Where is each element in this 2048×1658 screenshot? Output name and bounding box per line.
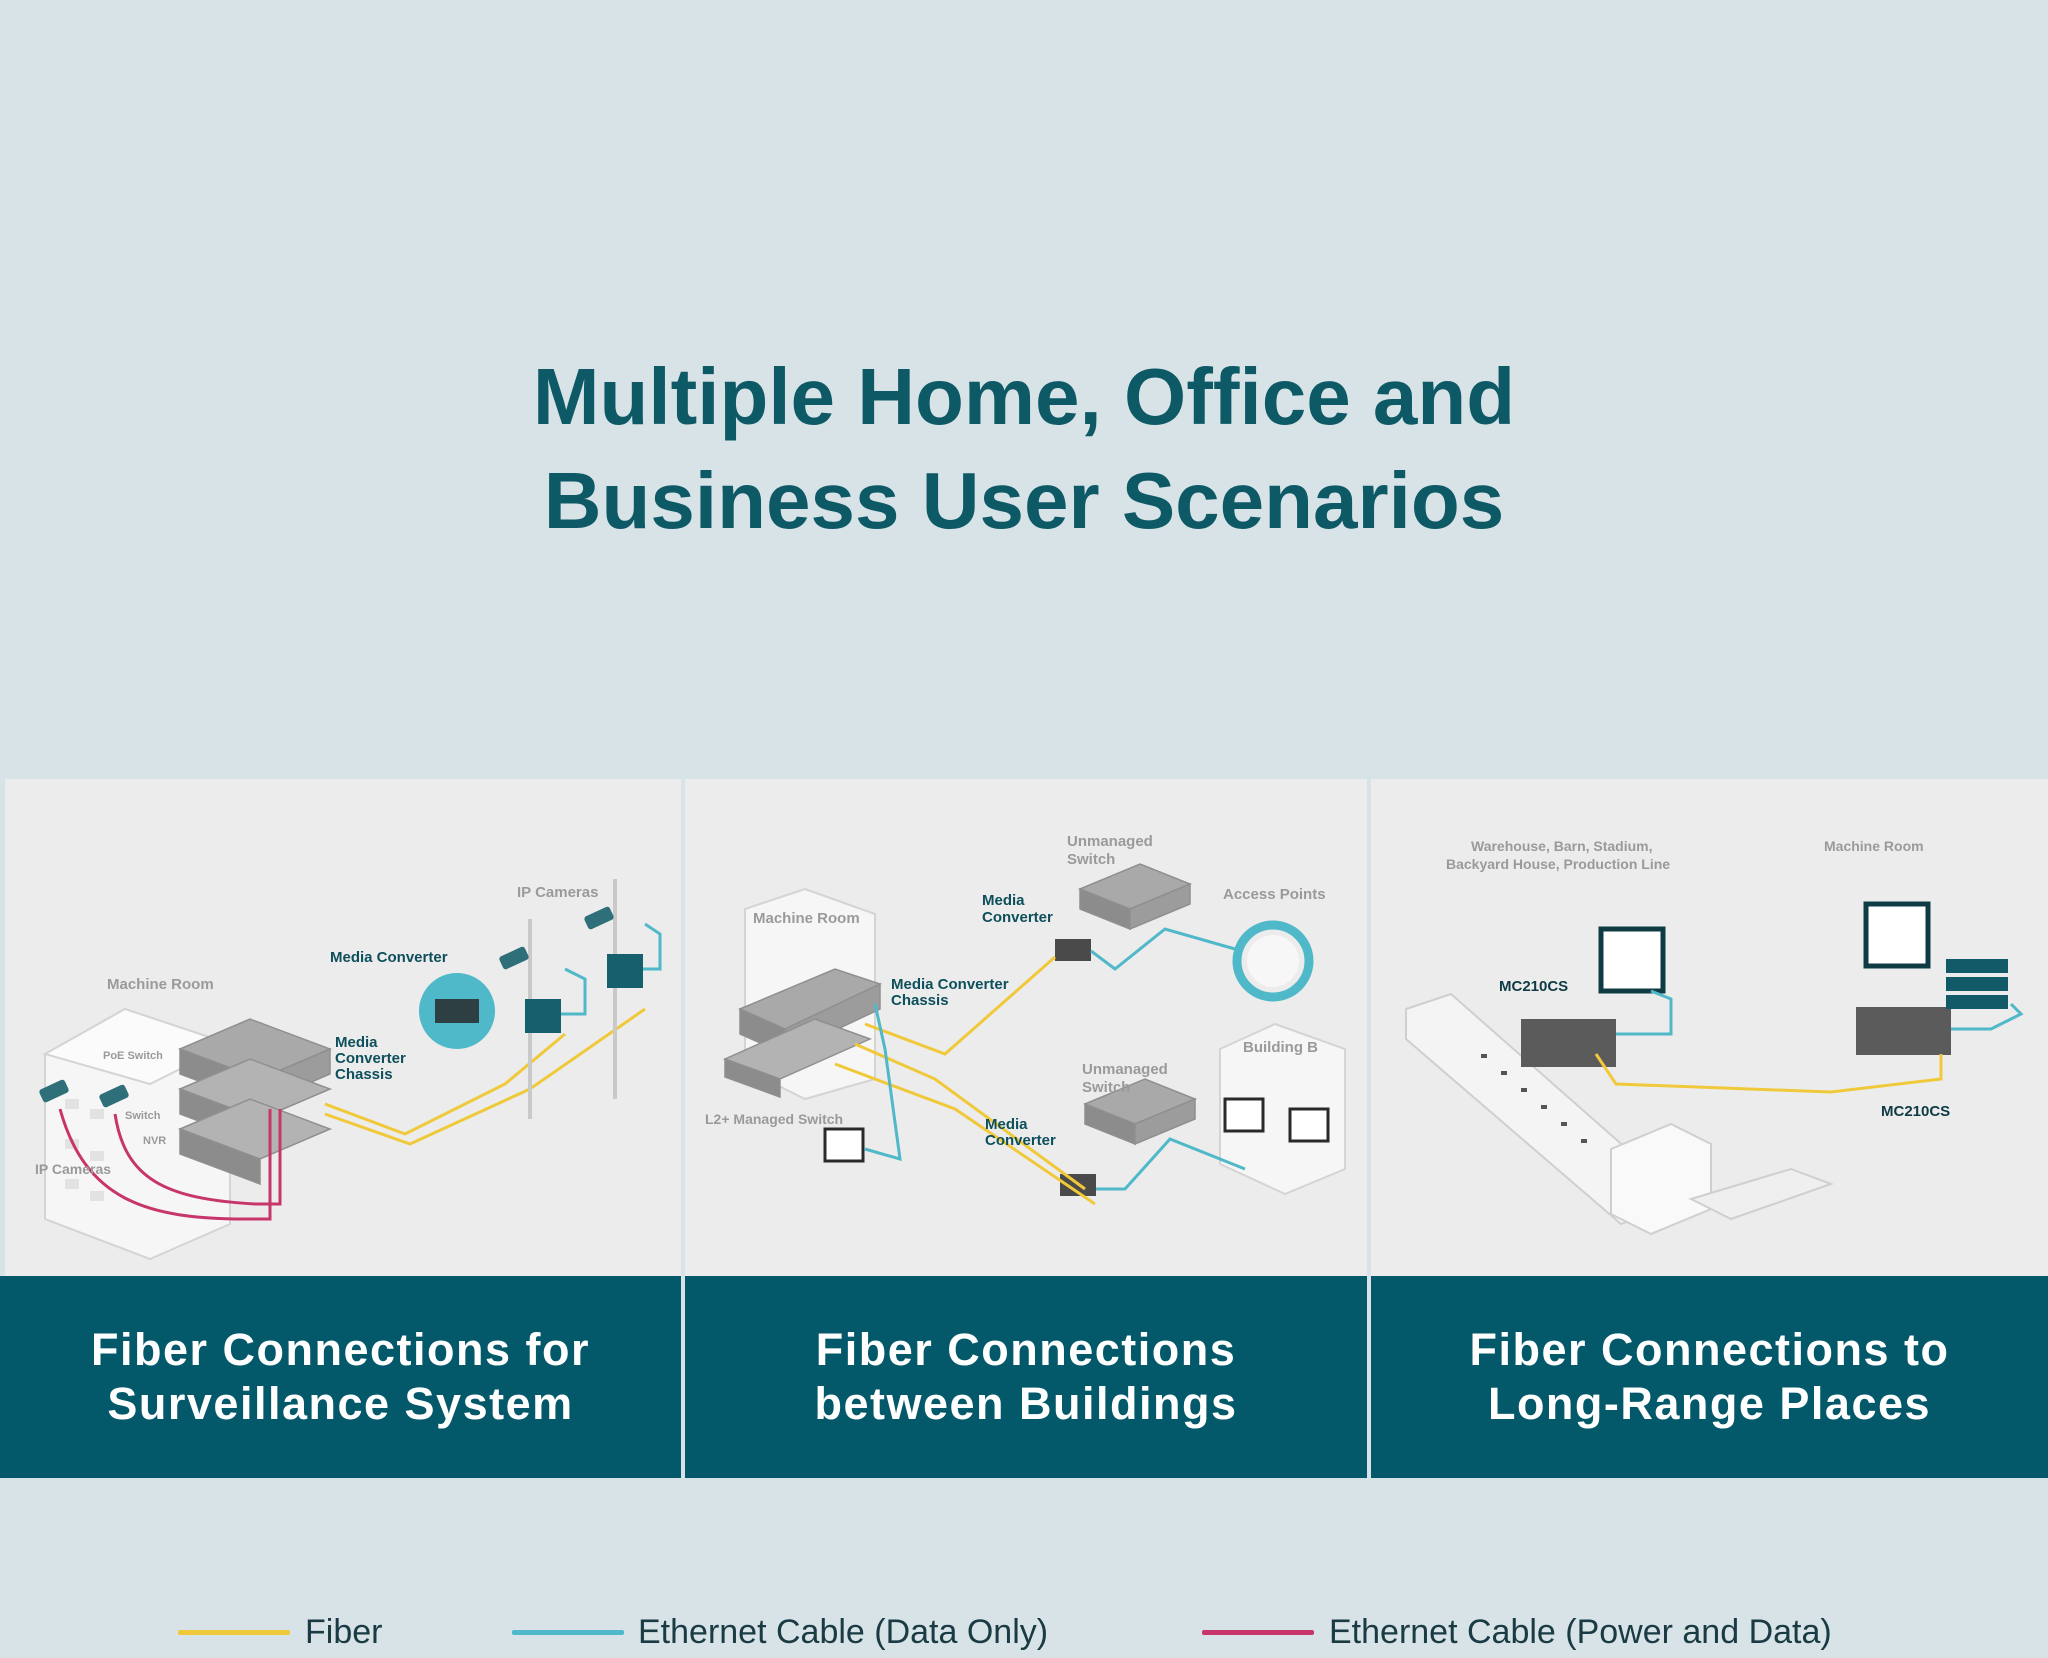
monitor-icon <box>1598 926 1666 994</box>
legend-label-ethernet-data: Ethernet Cable (Data Only) <box>638 1613 1049 1651</box>
label-ip-cameras-left: IP Cameras <box>35 1161 111 1177</box>
access-point-icon <box>1232 920 1314 1002</box>
server-icon <box>1946 959 2008 1009</box>
label-warehouse-2: Backyard House, Production Line <box>1446 856 1670 872</box>
label-machine-room: Machine Room <box>1824 838 1924 854</box>
label-chassis-3: Chassis <box>335 1066 393 1083</box>
label-mc-bot-2: Converter <box>985 1132 1056 1149</box>
label-poe-switch: PoE Switch <box>103 1050 163 1062</box>
label-machine-room: Machine Room <box>753 910 860 927</box>
media-converter-icon <box>525 999 561 1033</box>
legend: Fiber Ethernet Cable (Data Only) Etherne… <box>0 1608 2048 1658</box>
media-converter-icon <box>607 954 643 988</box>
legend-label-fiber: Fiber <box>305 1613 383 1651</box>
label-warehouse-1: Warehouse, Barn, Stadium, <box>1471 838 1653 854</box>
caption-line-1: Fiber Connections for <box>90 1324 590 1375</box>
label-unmanaged-bot-2: Switch <box>1082 1079 1130 1096</box>
camera-icon <box>39 1079 129 1108</box>
label-mc-top-1: Media <box>982 892 1025 909</box>
legend-swatch-ethernet-data <box>512 1630 624 1635</box>
label-nvr: NVR <box>143 1135 166 1147</box>
caption-line-2: between Buildings <box>814 1378 1238 1429</box>
long-range-diagram: Warehouse, Barn, Stadium, Backyard House… <box>1405 838 2024 1236</box>
title-line-2: Business User Scenarios <box>543 456 1505 545</box>
mc210cs-icon <box>1856 1007 1951 1055</box>
surveillance-panel: Machine Room PoE Switch Switch NVR IP Ca… <box>5 779 681 1276</box>
label-media-converter: Media Converter <box>330 949 448 966</box>
legend-label-ethernet-power: Ethernet Cable (Power and Data) <box>1329 1613 1832 1651</box>
unmanaged-switch-icon <box>1078 863 1197 1146</box>
title-line-1: Multiple Home, Office and <box>532 352 1516 441</box>
label-machine-room: Machine Room <box>107 976 214 993</box>
page-title: Multiple Home, Office and Business User … <box>0 345 2048 553</box>
label-l2-switch: L2+ Managed Switch <box>705 1111 843 1127</box>
monitor-icon <box>1863 901 1931 969</box>
monitor-icon <box>1223 1097 1265 1133</box>
label-mc-right: MC210CS <box>1881 1103 1950 1120</box>
label-mc-top-2: Converter <box>982 909 1053 926</box>
caption-line-1: Fiber Connections to <box>1469 1324 1950 1375</box>
caption-long-range: Fiber Connections to Long-Range Places <box>1371 1276 2048 1478</box>
switch-stack-icon <box>177 1018 333 1186</box>
label-access-points: Access Points <box>1223 886 1326 903</box>
label-chassis-2: Converter <box>335 1050 406 1067</box>
label-mc-left: MC210CS <box>1499 978 1568 995</box>
legend-swatch-ethernet-power <box>1202 1630 1314 1635</box>
caption-line-2: Long-Range Places <box>1487 1378 1932 1429</box>
media-converter-icon <box>1055 939 1091 961</box>
label-chassis-1: Media <box>335 1034 378 1051</box>
label-unmanaged-top-1: Unmanaged <box>1067 833 1153 850</box>
label-unmanaged-bot-1: Unmanaged <box>1082 1061 1168 1078</box>
label-ip-cameras-right: IP Cameras <box>517 884 598 901</box>
production-line-icon <box>1405 992 1834 1236</box>
caption-surveillance: Fiber Connections for Surveillance Syste… <box>0 1276 681 1478</box>
caption-buildings: Fiber Connections between Buildings <box>685 1276 1367 1478</box>
long-range-panel: Warehouse, Barn, Stadium, Backyard House… <box>1371 779 2048 1276</box>
label-building-b: Building B <box>1243 1039 1318 1056</box>
label-mc-bot-1: Media <box>985 1116 1028 1133</box>
label-switch: Switch <box>125 1110 161 1122</box>
label-chassis-1: Media Converter <box>891 976 1009 993</box>
monitor-icon <box>823 1127 865 1163</box>
caption-line-1: Fiber Connections <box>815 1324 1237 1375</box>
buildings-diagram: Machine Room Unmanaged Switch Media Conv… <box>705 833 1346 1206</box>
managed-switch-icon <box>722 968 883 1099</box>
label-unmanaged-top-2: Switch <box>1067 851 1115 868</box>
legend-swatch-fiber <box>178 1630 290 1635</box>
mc210cs-icon <box>1521 1019 1616 1067</box>
label-chassis-2: Chassis <box>891 992 949 1009</box>
surveillance-diagram: Machine Room PoE Switch Switch NVR IP Ca… <box>35 879 662 1261</box>
buildings-panel: Machine Room Unmanaged Switch Media Conv… <box>685 779 1367 1276</box>
monitor-icon <box>1288 1107 1330 1143</box>
caption-line-2: Surveillance System <box>107 1378 574 1429</box>
